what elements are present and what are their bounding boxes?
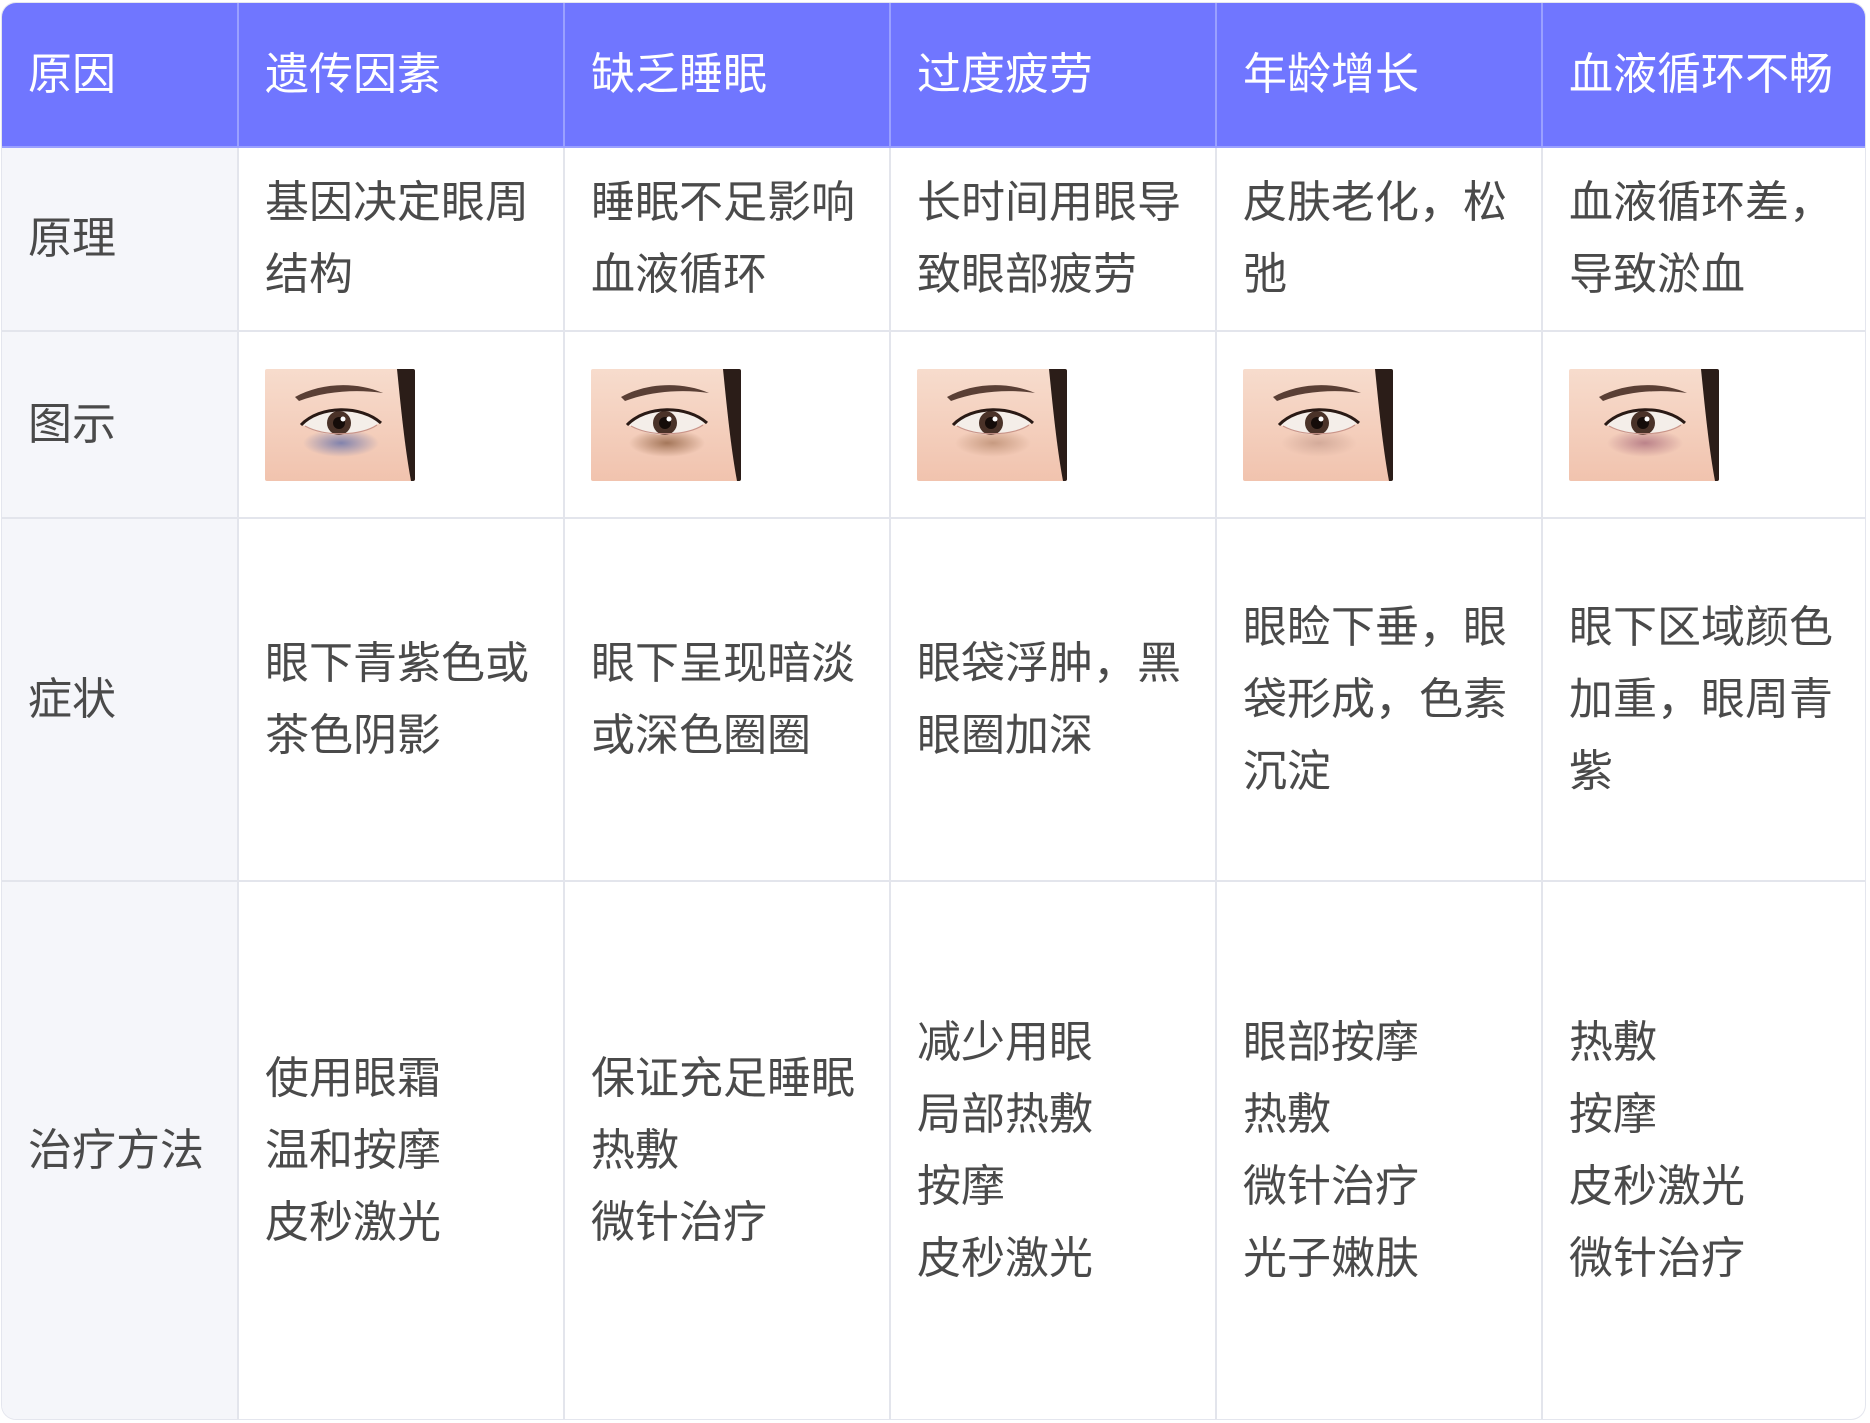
cell-line: 微针治疗 bbox=[1569, 1232, 1745, 1284]
illustration-row: 图示 bbox=[2, 330, 1865, 519]
treatment-row: 治疗方法 使用眼霜 温和按摩 皮秒激光 保证充足睡眠 热敷 微针治疗 减少用眼 … bbox=[2, 880, 1865, 1419]
illustration-cell bbox=[889, 330, 1217, 519]
cell-line: 结构 bbox=[265, 249, 353, 300]
cell-line: 按摩 bbox=[1569, 1088, 1657, 1140]
cell-line: 血液循环差， bbox=[1569, 177, 1833, 228]
cell-line: 使用眼霜 bbox=[265, 1052, 441, 1104]
cell-line: 皮秒激光 bbox=[265, 1196, 441, 1248]
row-label-principle: 原理 bbox=[2, 146, 239, 332]
cell-line: 眼睑下垂，眼 bbox=[1243, 601, 1507, 653]
cell-line: 眼下青紫色或 bbox=[265, 637, 529, 689]
cell-line: 眼下呈现暗淡 bbox=[591, 637, 855, 689]
comparison-table-container: 原因 遗传因素 缺乏睡眠 过度疲劳 年龄增长 血液循环不畅 原理 基因决定眼周 … bbox=[2, 3, 1865, 1419]
cell-line: 皮秒激光 bbox=[1569, 1160, 1745, 1212]
symptom-cell: 眼袋浮肿，黑 眼圈加深 bbox=[889, 517, 1217, 882]
cell-line: 导致淤血 bbox=[1569, 249, 1745, 300]
cell-line: 血液循环 bbox=[591, 249, 767, 300]
treatment-cell: 热敷 按摩 皮秒激光 微针治疗 bbox=[1541, 880, 1865, 1419]
cell-line: 睡眠不足影响 bbox=[591, 177, 855, 228]
cell-line: 光子嫩肤 bbox=[1243, 1232, 1419, 1284]
cell-line: 减少用眼 bbox=[917, 1016, 1093, 1068]
header-cell-genetic: 遗传因素 bbox=[237, 3, 565, 148]
cell-line: 加重，眼周青 bbox=[1569, 673, 1833, 725]
cell-line: 基因决定眼周 bbox=[265, 177, 529, 228]
header-cell-sleep: 缺乏睡眠 bbox=[563, 3, 891, 148]
illustration-cell bbox=[1215, 330, 1543, 519]
symptom-cell: 眼睑下垂，眼 袋形成，色素 沉淀 bbox=[1215, 517, 1543, 882]
header-cell-cause: 原因 bbox=[2, 3, 239, 148]
cell-line: 眼圈加深 bbox=[917, 709, 1093, 761]
cell-line: 皮秒激光 bbox=[917, 1232, 1093, 1284]
cell-line: 热敷 bbox=[1569, 1016, 1657, 1068]
cell-line: 眼部按摩 bbox=[1243, 1016, 1419, 1068]
cell-line: 局部热敷 bbox=[917, 1088, 1093, 1140]
dark-circle-cause-table: 原因 遗传因素 缺乏睡眠 过度疲劳 年龄增长 血液循环不畅 原理 基因决定眼周 … bbox=[2, 3, 1865, 1419]
treatment-cell: 保证充足睡眠 热敷 微针治疗 bbox=[563, 880, 891, 1419]
principle-cell: 皮肤老化，松 弛 bbox=[1215, 146, 1543, 332]
cell-line: 温和按摩 bbox=[265, 1124, 441, 1176]
row-label-symptoms: 症状 bbox=[2, 517, 239, 882]
header-cell-age: 年龄增长 bbox=[1215, 3, 1543, 148]
symptom-cell: 眼下呈现暗淡 或深色圈圈 bbox=[563, 517, 891, 882]
illustration-cell bbox=[563, 330, 891, 519]
treatment-cell: 眼部按摩 热敷 微针治疗 光子嫩肤 bbox=[1215, 880, 1543, 1419]
cell-line: 茶色阴影 bbox=[265, 709, 441, 761]
principle-row: 原理 基因决定眼周 结构 睡眠不足影响 血液循环 长时间用眼导 致眼部疲劳 皮肤… bbox=[2, 146, 1865, 332]
illustration-cell bbox=[237, 330, 565, 519]
cell-line: 皮肤老化，松 bbox=[1243, 177, 1507, 228]
eye-bruised-icon bbox=[1569, 368, 1719, 481]
principle-cell: 长时间用眼导 致眼部疲劳 bbox=[889, 146, 1217, 332]
cell-line: 微针治疗 bbox=[1243, 1160, 1419, 1212]
cell-line: 微针治疗 bbox=[591, 1196, 767, 1248]
cell-line: 保证充足睡眠 bbox=[591, 1052, 855, 1104]
symptoms-row: 症状 眼下青紫色或 茶色阴影 眼下呈现暗淡 或深色圈圈 眼袋浮肿，黑 眼圈加深 … bbox=[2, 517, 1865, 882]
row-label-treatment: 治疗方法 bbox=[2, 880, 239, 1419]
principle-cell: 基因决定眼周 结构 bbox=[237, 146, 565, 332]
symptom-cell: 眼下区域颜色 加重，眼周青 紫 bbox=[1541, 517, 1865, 882]
cell-line: 沉淀 bbox=[1243, 745, 1331, 797]
illustration-cell bbox=[1541, 330, 1865, 519]
cell-line: 弛 bbox=[1243, 249, 1287, 300]
principle-cell: 睡眠不足影响 血液循环 bbox=[563, 146, 891, 332]
treatment-cell: 使用眼霜 温和按摩 皮秒激光 bbox=[237, 880, 565, 1419]
cell-line: 眼下区域颜色 bbox=[1569, 601, 1833, 653]
treatment-cell: 减少用眼 局部热敷 按摩 皮秒激光 bbox=[889, 880, 1217, 1419]
cell-line: 致眼部疲劳 bbox=[917, 249, 1137, 300]
header-cell-circulation: 血液循环不畅 bbox=[1541, 3, 1865, 148]
eye-sagging-lid-icon bbox=[1243, 368, 1393, 481]
symptom-cell: 眼下青紫色或 茶色阴影 bbox=[237, 517, 565, 882]
header-row: 原因 遗传因素 缺乏睡眠 过度疲劳 年龄增长 血液循环不畅 bbox=[2, 3, 1865, 148]
cell-line: 紫 bbox=[1569, 745, 1613, 797]
cell-line: 眼袋浮肿，黑 bbox=[917, 637, 1181, 689]
cell-line: 按摩 bbox=[917, 1160, 1005, 1212]
eye-bluish-circle-icon bbox=[265, 368, 415, 481]
principle-cell: 血液循环差， 导致淤血 bbox=[1541, 146, 1865, 332]
row-label-illustration: 图示 bbox=[2, 330, 239, 519]
cell-line: 或深色圈圈 bbox=[591, 709, 811, 761]
cell-line: 热敷 bbox=[591, 1124, 679, 1176]
cell-line: 袋形成，色素 bbox=[1243, 673, 1507, 725]
cell-line: 热敷 bbox=[1243, 1088, 1331, 1140]
cell-line: 长时间用眼导 bbox=[917, 177, 1181, 228]
header-cell-fatigue: 过度疲劳 bbox=[889, 3, 1217, 148]
eye-puffy-bag-icon bbox=[917, 368, 1067, 481]
eye-brown-circle-icon bbox=[591, 368, 741, 481]
